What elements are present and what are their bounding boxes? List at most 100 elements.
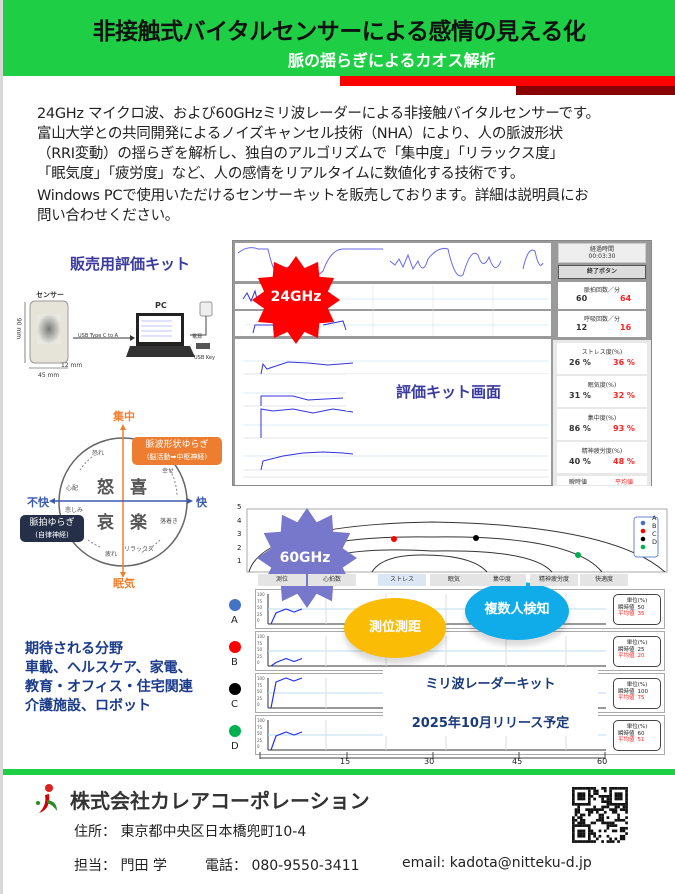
instant-value: 50 — [637, 604, 645, 611]
elapsed-time-panel: 経過時間 00:03:30 — [558, 243, 646, 263]
row-y-tick: 75 — [257, 724, 263, 730]
arc-legend-label: D — [652, 538, 658, 546]
emotion-metric-card: 精神疲労度(%)40 %48 % — [557, 442, 647, 473]
average-label: 平均値 — [618, 695, 635, 701]
word-relax: リラックス — [124, 546, 154, 553]
page-title: 非接触式バイタルセンサーによる感情の見える化 — [92, 19, 586, 45]
power-adapter-image — [199, 301, 213, 317]
emotion-metric-avg: 48 % — [613, 457, 635, 466]
row-y-tick: 50 — [257, 605, 263, 610]
average-label: 平均値 — [618, 737, 635, 743]
fields-line: 車載、ヘルスケア、家電、 — [25, 660, 192, 676]
intro-line: 富山大学との共同開発によるノイズキャンセル技術（NHA）により、人の脈波形状 — [37, 126, 563, 142]
emotion-metric-now: 86 % — [569, 424, 591, 433]
quadrant-sorrow: 哀 — [97, 513, 114, 533]
brain-box-sub: (脳活動➡中枢神経) — [146, 453, 208, 461]
metric-tab[interactable]: 心拍数 — [308, 574, 356, 586]
width-dimension: 45 mm — [38, 372, 60, 379]
emotion-metric-now: 31 % — [569, 391, 591, 400]
metric-tab[interactable]: 測位 — [258, 574, 306, 586]
respiration-label: 呼吸回数／分 — [583, 316, 620, 323]
respiration-now: 12 — [576, 323, 588, 332]
evaluation-kit-screenshot: 24GHz 評価キット画面 経過時間 00:03:30 終了ボタン 脈拍回数／分… — [232, 240, 652, 486]
contact-person: 担当： 門田 学 — [74, 858, 167, 874]
metric-tab[interactable]: 精神疲労度 — [530, 574, 578, 586]
person-c-dot — [229, 683, 241, 695]
row-y-tick: 100 — [257, 592, 265, 597]
24ghz-star-badge — [252, 256, 340, 344]
unit-label: 単位(%) — [626, 640, 648, 646]
emotion-metric-avg: 93 % — [613, 424, 635, 433]
phone-number[interactable]: 電話： 080-9550-3411 — [205, 858, 360, 874]
footer-divider — [3, 769, 675, 775]
emotion-metric-avg: 32 % — [613, 391, 635, 400]
stop-button[interactable]: 終了ボタン — [558, 265, 646, 279]
row-y-tick: 25 — [257, 611, 263, 617]
row-chart — [267, 636, 606, 667]
24ghz-label: 24GHz — [270, 289, 322, 305]
quadrant-pleasure: 楽 — [130, 513, 147, 533]
word-happy: 幸せ — [162, 468, 175, 475]
pulse-box-title: 脈拍ゆらぎ — [29, 518, 75, 528]
metric-tab[interactable]: ストレス — [378, 574, 426, 586]
email-address[interactable]: email: kadota@nitteku-d.jp — [402, 855, 592, 871]
metric-tab[interactable]: 快適度 — [580, 574, 628, 586]
axis-pleasant-label: 快 — [196, 496, 207, 509]
person-label: D — [231, 741, 239, 752]
emotion-metric-card: ストレス度(%)26 %36 % — [557, 343, 647, 374]
red-accent-bar — [340, 76, 675, 86]
kit-title: 販売用評価キット — [70, 255, 191, 273]
company-address: 住所： 東京都中央区日本橋兜町10-4 — [74, 824, 307, 840]
row-y-tick: 0 — [257, 618, 260, 623]
row-y-tick: 0 — [257, 744, 260, 749]
emotion-metric-label: 眠気度(%) — [587, 382, 617, 389]
unit-label: 単位(%) — [626, 682, 648, 688]
instant-label: 瞬時値 — [618, 730, 635, 737]
average-value: 35 — [637, 611, 645, 617]
person-c-marker — [473, 535, 479, 541]
brain-wave-box: 脈波形状ゆらぎ (脳活動➡中枢神経) — [132, 437, 222, 465]
average-value: 51 — [637, 737, 645, 743]
sales-line: 問い合わせください。 — [37, 208, 179, 224]
screen-caption: 評価キット画面 — [346, 374, 551, 411]
arc-y-tick: 2 — [237, 543, 242, 552]
60ghz-label: 60GHz — [279, 550, 331, 566]
qr-code[interactable] — [572, 787, 628, 843]
person-label: B — [231, 657, 238, 668]
average-label: 平均値 — [618, 611, 635, 617]
emotion-map — [49, 424, 193, 578]
row-y-tick: 25 — [257, 695, 263, 701]
pulse-panel: 脈拍回数／分 60 64 — [558, 282, 646, 309]
pulse-avg: 64 — [620, 294, 632, 303]
respiration-avg: 16 — [620, 323, 632, 332]
page-subtitle: 脈の揺らぎによるカオス解析 — [288, 51, 496, 70]
row-y-tick: 75 — [257, 640, 263, 646]
pc-label: PC — [155, 301, 167, 310]
row-y-tick: 50 — [257, 689, 263, 694]
metric-tab[interactable]: 眠気 — [430, 574, 478, 586]
instant-value: 60 — [637, 730, 645, 737]
average-label: 平均値 — [618, 653, 635, 659]
respiration-panel: 呼吸回数／分 12 16 — [558, 311, 646, 337]
company-logo — [36, 784, 57, 813]
elapsed-value: 00:03:30 — [588, 253, 616, 260]
page-edge — [0, 0, 3, 894]
row-y-tick: 100 — [257, 718, 265, 723]
arc-legend-label: A — [652, 514, 657, 522]
time-axis-tick: 45 — [512, 757, 523, 766]
row-y-tick: 75 — [257, 682, 263, 688]
instant-label: 瞬時値 — [618, 646, 635, 653]
row-y-tick: 0 — [257, 660, 260, 665]
axis-unpleasant-label: 不快 — [27, 496, 49, 509]
word-calm: 落着き — [160, 518, 179, 525]
metric-tab[interactable]: 集中度 — [478, 574, 526, 586]
quadrant-joy: 喜 — [130, 478, 147, 498]
time-axis — [259, 752, 606, 759]
